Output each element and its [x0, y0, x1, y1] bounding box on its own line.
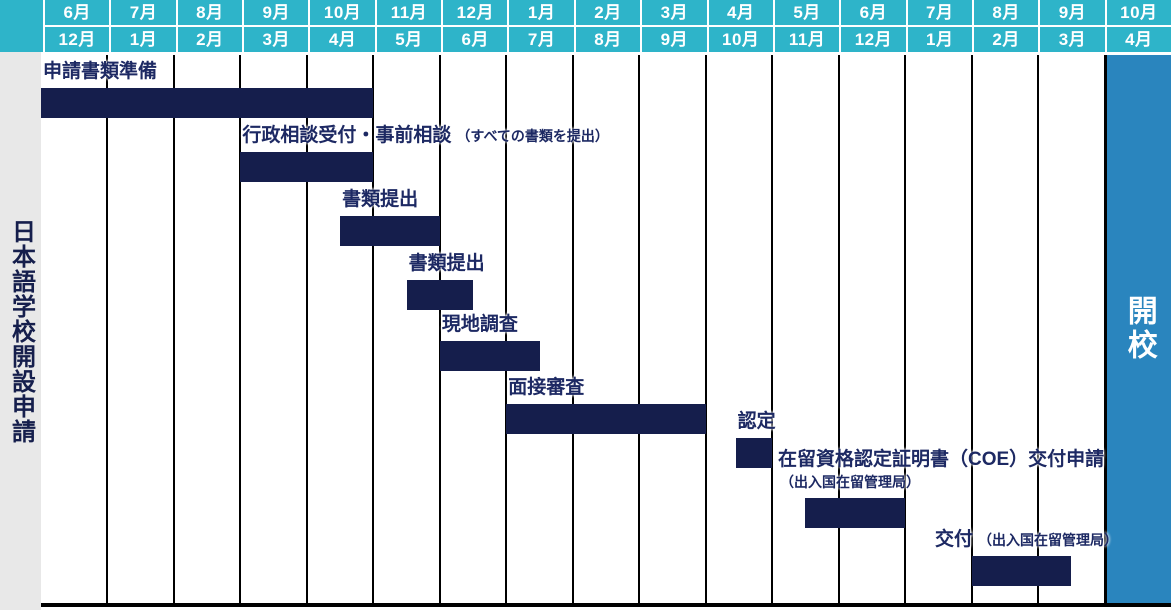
grid-line-9 [638, 55, 641, 603]
task-name: 在留資格認定証明書（COE）交付申請 [778, 449, 1105, 470]
task-name: 面接審査 [508, 377, 585, 398]
sidebar: 日本語学校開設申請 [0, 52, 41, 610]
grid-line-3 [239, 55, 242, 603]
month-cell-bottom-9: 8月 [575, 27, 641, 52]
header-corner-cell [0, 0, 43, 52]
month-cell-top-15: 8月 [973, 0, 1039, 25]
task-bar-9 [971, 556, 1072, 586]
month-cell-bottom-16: 3月 [1040, 27, 1105, 52]
month-cell-bottom-1: 12月 [45, 27, 110, 52]
month-cell-top-4: 9月 [244, 0, 309, 25]
month-cell-top-5: 10月 [310, 0, 375, 25]
grid-line-6 [438, 55, 441, 603]
task-name: 交付 [935, 529, 974, 550]
grid-line-14 [970, 55, 973, 603]
school-opening-column: 開校 [1104, 55, 1171, 603]
school-opening-label: 開校 [1122, 295, 1156, 363]
month-cell-top-9: 2月 [575, 0, 641, 25]
task-name: 申請書類準備 [43, 61, 158, 82]
task-label-5: 現地調査 [442, 314, 518, 336]
task-label-7: 認定 [738, 411, 776, 433]
grid-line-2 [172, 55, 175, 603]
grid-line-15 [1037, 55, 1040, 603]
month-cell-top-14: 7月 [907, 0, 972, 25]
month-cell-top-12: 5月 [774, 0, 840, 25]
month-cell-top-16: 9月 [1040, 0, 1105, 25]
grid-line-8 [571, 55, 574, 603]
month-cell-bottom-3: 2月 [177, 27, 243, 52]
chart-bottom-border [41, 603, 1171, 607]
grid-line-11 [771, 55, 774, 603]
task-bar-5 [439, 341, 540, 371]
month-cell-bottom-6: 5月 [376, 27, 442, 52]
task-name: 行政相談受付・事前相談 [242, 125, 452, 146]
month-cell-bottom-7: 6月 [443, 27, 508, 52]
month-cell-bottom-11: 10月 [708, 27, 773, 52]
grid-line-12 [837, 55, 840, 603]
task-label-9: 交付（出入国在留管理局） [935, 529, 1118, 551]
month-cell-top-2: 7月 [111, 0, 176, 25]
month-cell-bottom-2: 1月 [111, 27, 176, 52]
grid-line-10 [704, 55, 707, 603]
month-cell-top-10: 3月 [642, 0, 707, 25]
grid-line-7 [505, 55, 508, 603]
month-cell-bottom-4: 3月 [244, 27, 309, 52]
task-name: 書類提出 [342, 189, 419, 210]
task-name: 書類提出 [408, 253, 485, 274]
task-bar-6 [506, 404, 706, 434]
task-subnote: （出入国在留管理局） [978, 532, 1119, 548]
task-bar-4 [406, 280, 474, 310]
task-bar-3 [340, 216, 440, 246]
month-cell-top-8: 1月 [509, 0, 574, 25]
month-cell-bottom-13: 12月 [841, 27, 906, 52]
month-cell-bottom-17: 4月 [1106, 27, 1171, 52]
task-subnote: （出入国在留管理局） [780, 474, 920, 490]
task-label-3: 書類提出 [342, 189, 418, 211]
task-bar-1 [41, 88, 374, 118]
task-label-1: 申請書類準備 [43, 61, 157, 83]
month-cell-top-11: 4月 [708, 0, 773, 25]
task-label-2: 行政相談受付・事前相談（すべての書類を提出） [242, 125, 608, 147]
month-cell-top-7: 12月 [443, 0, 508, 25]
task-label-6: 面接審査 [508, 377, 584, 399]
sidebar-vertical-title: 日本語学校開設申請 [7, 218, 35, 444]
month-cell-top-13: 6月 [841, 0, 906, 25]
month-cell-top-17: 10月 [1106, 0, 1171, 25]
task-subnote: （すべての書類を提出） [456, 128, 609, 144]
month-cell-bottom-8: 7月 [509, 27, 574, 52]
task-label-4: 書類提出 [409, 253, 485, 275]
grid-line-1 [106, 55, 109, 603]
grid-line-4 [305, 55, 308, 603]
task-label-8: 在留資格認定証明書（COE）交付申請 （出入国在留管理局） [778, 449, 1104, 490]
month-cell-bottom-10: 9月 [642, 27, 707, 52]
month-cell-top-6: 11月 [376, 0, 442, 25]
month-cell-top-1: 6月 [45, 0, 110, 25]
task-bar-8 [805, 498, 906, 528]
month-cell-bottom-14: 1月 [907, 27, 972, 52]
grid-line-5 [372, 55, 375, 603]
task-bar-2 [240, 152, 374, 182]
month-cell-bottom-5: 4月 [310, 27, 375, 52]
task-name: 現地調査 [441, 314, 518, 335]
month-cell-bottom-12: 11月 [774, 27, 840, 52]
month-cell-bottom-15: 2月 [973, 27, 1039, 52]
month-cell-top-3: 8月 [177, 0, 243, 25]
task-bar-7 [735, 438, 773, 468]
task-name: 認定 [737, 411, 776, 432]
grid-line-13 [904, 55, 907, 603]
